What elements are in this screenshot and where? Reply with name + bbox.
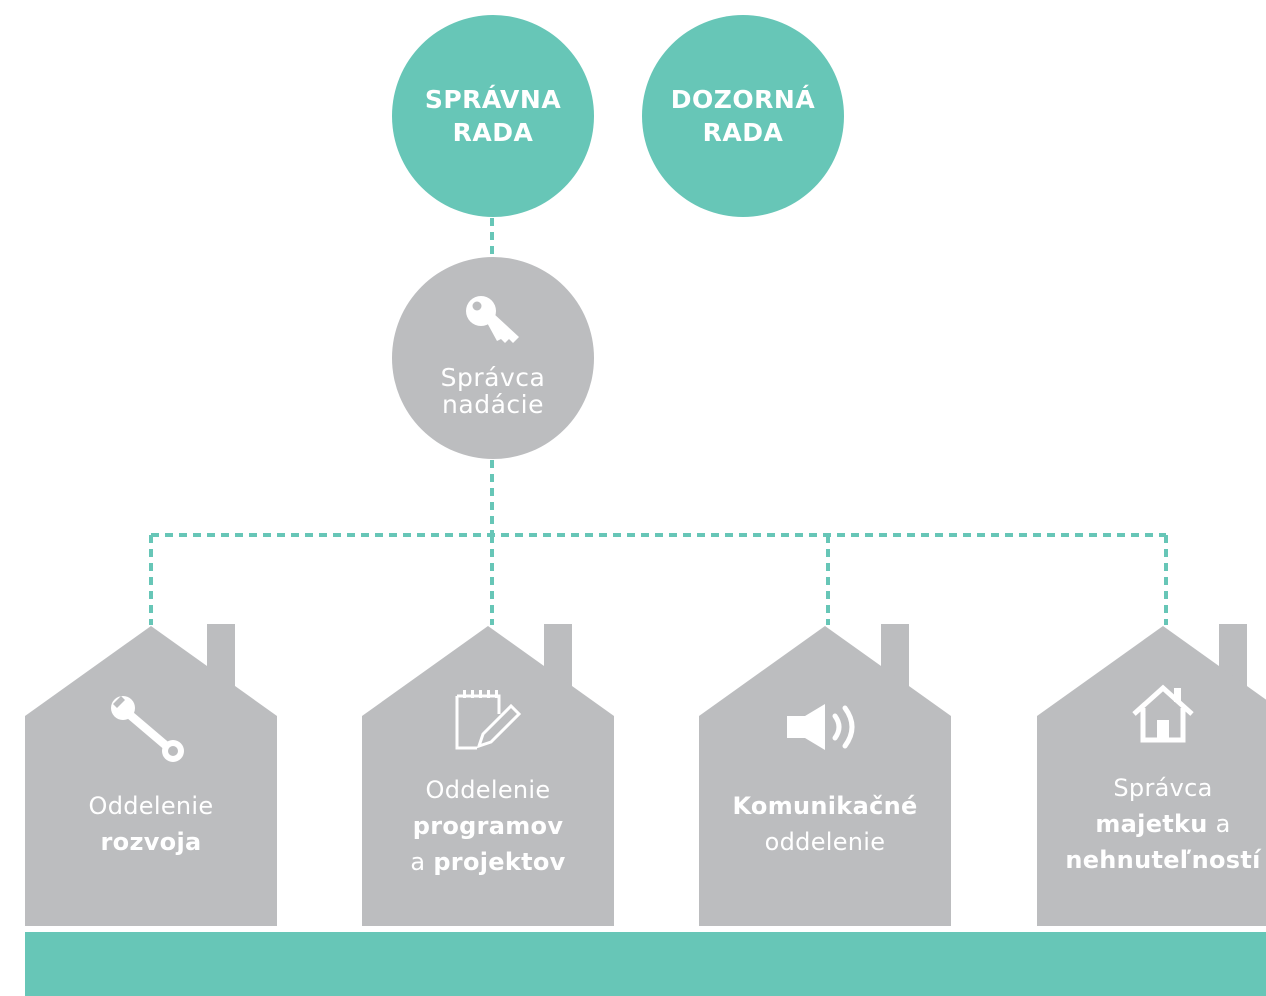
department-label: Oddelenie rozvoja (25, 788, 277, 860)
board-label-line1: DOZORNÁ (670, 85, 816, 114)
dozorna-rada-circle: DOZORNÁ RADA (642, 15, 844, 217)
house-shape (1037, 624, 1266, 926)
board-label-line2: RADA (452, 118, 534, 147)
board-label-line2: RADA (702, 118, 784, 147)
department-label-line: Oddelenie (25, 788, 277, 824)
house-shape (25, 624, 277, 926)
label-bold-text: programov (412, 812, 564, 840)
department-house: Oddelenie programov a projektov (362, 622, 640, 926)
wrench-icon (25, 694, 277, 764)
label-text: Oddelenie (88, 792, 214, 820)
department-label-line: Správca (1037, 770, 1266, 806)
label-bold-text: rozvoja (100, 828, 202, 856)
label-text: oddelenie (764, 828, 886, 856)
house-shape (699, 624, 951, 926)
home-icon (1037, 684, 1266, 744)
speaker-icon (699, 702, 951, 752)
department-house: Správca majetku a nehnuteľností (1037, 622, 1266, 926)
label-bold-text: Komunikačné (732, 792, 918, 820)
label-bold-text: projektov (433, 848, 566, 876)
department-label-line: oddelenie (699, 824, 951, 860)
department-label: Oddelenie programov a projektov (362, 772, 614, 880)
department-label-line: majetku a (1037, 806, 1266, 842)
department-label-line: rozvoja (25, 824, 277, 860)
notepad-pencil-icon (362, 688, 614, 754)
admin-label-line2: nadácie (442, 389, 544, 419)
department-label-line: Oddelenie (362, 772, 614, 808)
spravca-nadacie-circle: Správca nadácie (392, 257, 594, 459)
department-label: Správca majetku a nehnuteľností (1037, 770, 1266, 878)
label-bold-text: majetku (1095, 810, 1208, 838)
department-house: Komunikačné oddelenie (699, 622, 977, 926)
board-label-line1: SPRÁVNA (424, 85, 562, 114)
department-label-line: nehnuteľností (1037, 842, 1266, 878)
label-text: a (410, 848, 434, 876)
key-icon (463, 293, 523, 354)
bottom-bar (25, 932, 1266, 996)
label-text: Oddelenie (425, 776, 551, 804)
department-label: Komunikačné oddelenie (699, 788, 951, 860)
department-label-line: programov (362, 808, 614, 844)
department-label-line: a projektov (362, 844, 614, 880)
house-shape (362, 624, 614, 926)
department-house: Oddelenie rozvoja (25, 622, 303, 926)
label-bold-text: nehnuteľností (1065, 846, 1261, 874)
spravna-rada-circle: SPRÁVNA RADA (392, 15, 594, 217)
admin-label-line1: Správca (440, 362, 546, 392)
department-label-line: Komunikačné (699, 788, 951, 824)
label-text: Správca (1113, 774, 1213, 802)
label-text: a (1207, 810, 1231, 838)
